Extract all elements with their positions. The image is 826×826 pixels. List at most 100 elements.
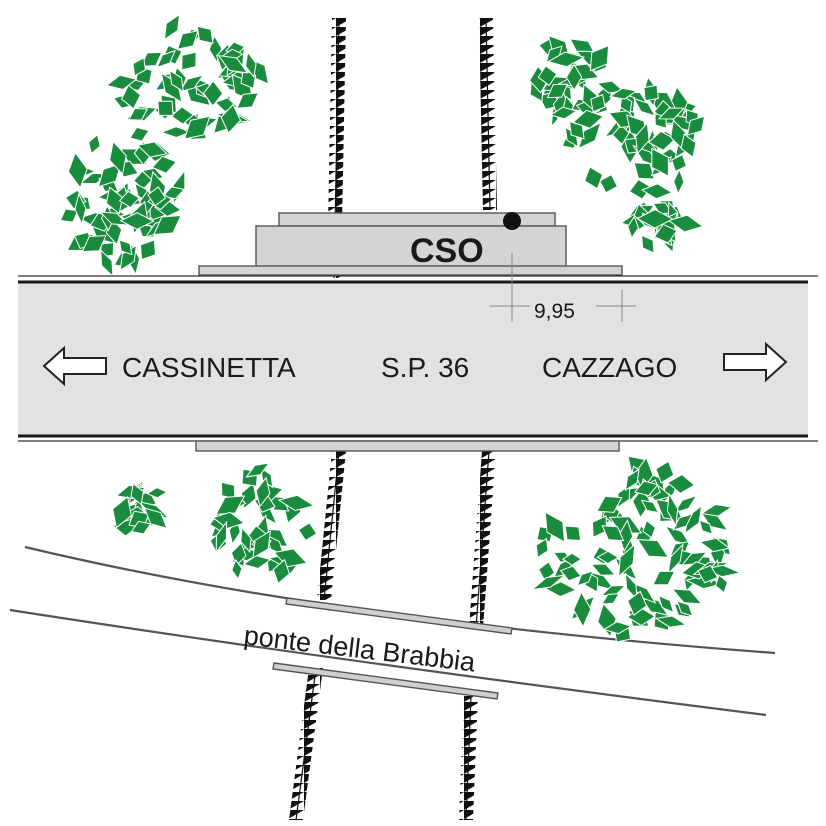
leaf [105,74,138,91]
leaf [156,49,176,69]
leaf [170,106,195,125]
leaf [128,107,149,121]
leaf [273,548,308,568]
leaf [112,496,132,529]
leaf [146,487,168,499]
leaf [666,492,679,528]
leaf [169,69,185,93]
leaf [220,103,242,134]
leaf [697,564,719,584]
leaf [176,30,199,50]
station-code-label: CSO [410,232,484,270]
leaf [573,591,592,628]
leaf [129,126,150,142]
measurement-label: 9,95 [534,300,575,323]
leaf [151,155,178,174]
leaf [549,106,578,120]
leaf [130,482,144,506]
leaf [159,126,193,139]
leaf [217,54,249,74]
leaf [655,460,675,484]
leaf [635,121,650,155]
leaf [559,565,582,582]
leaf [632,97,657,117]
leaf [618,519,634,553]
leaf [672,513,694,531]
arrow-left-icon [42,345,107,387]
leaf [196,25,214,44]
measurement-crosshairs [490,253,636,322]
leaf [600,584,627,597]
tree-cluster-ne-small [620,200,704,254]
leaf [163,13,181,41]
leaf [74,192,87,226]
bridge-deck [272,597,513,700]
leaf [657,594,675,614]
leaf [100,248,114,278]
leaf [211,511,246,530]
leaf [215,520,228,554]
leaf [686,115,706,136]
arrow-right-icon [723,341,788,383]
leaf [624,468,640,492]
embankment-south-west-spine [323,450,340,601]
leaf [240,526,252,554]
leaf [596,80,625,94]
leaf [673,168,685,196]
embankment-river-west-spine [295,667,317,821]
leaf [633,162,655,180]
leaf [700,503,734,517]
leaf [671,153,687,173]
structure-base [198,265,623,276]
leaf [81,235,107,253]
leaf [67,151,88,189]
leaf [132,57,146,77]
leaf [643,84,659,102]
leaf [260,466,274,489]
leaf [596,495,623,513]
leaf [160,72,183,104]
leaf [272,558,291,585]
leaf [245,462,271,478]
leaf [630,582,657,604]
leaf [642,519,657,539]
leaf [576,570,594,587]
leaf [119,244,137,272]
leaf [245,51,257,79]
leaf [601,593,621,605]
leaf [153,214,182,236]
leaf [572,109,605,129]
culvert-plate-south [195,440,620,452]
leaf [583,166,604,190]
road-surface [18,282,808,436]
bridge-plate-north [285,597,513,635]
leaf [231,558,243,580]
leaf [220,481,236,500]
road-name-label: S.P. 36 [381,352,469,383]
river-bank-south [9,608,767,717]
leaf [666,473,696,494]
leaf [544,511,566,543]
leaf [215,495,246,515]
leaf [297,522,318,542]
embankment-river-east-spine [465,695,472,821]
leaf [130,520,152,535]
leaf [627,215,639,239]
leaf [636,539,670,558]
leaf [242,555,272,569]
leaf [88,133,101,155]
station-point-icon [503,212,521,230]
leaf [698,537,731,553]
leaf [252,530,272,559]
leaf [590,93,606,113]
tree-cluster-se-main [530,455,742,643]
vegetation [59,13,742,643]
leaf [627,590,648,616]
leaf [136,141,168,158]
leaf [183,115,211,140]
leaf [654,615,688,628]
leaf [140,51,163,67]
leaf [684,504,703,535]
leaf [596,550,620,565]
